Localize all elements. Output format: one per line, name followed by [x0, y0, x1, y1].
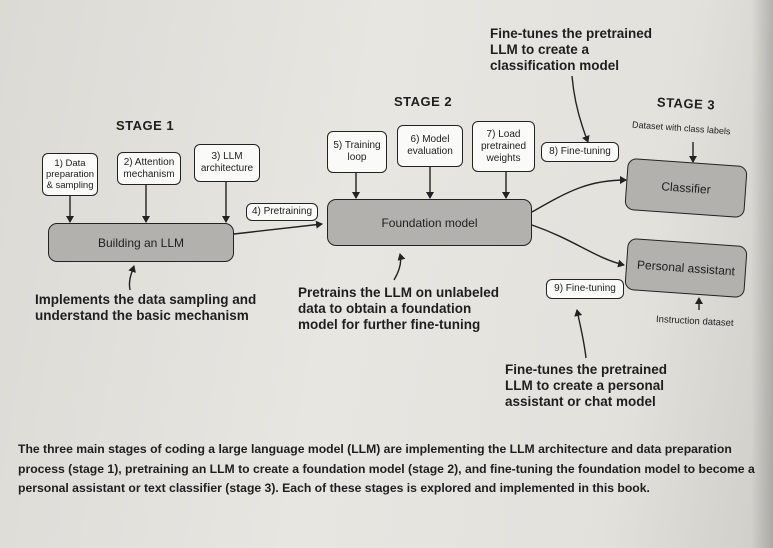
step-attention-mechanism: 2) Attention mechanism	[117, 152, 181, 185]
pointer-stage2-note	[393, 253, 406, 281]
step-fine-tuning-classifier: 8) Fine-tuning	[541, 142, 619, 162]
step-llm-architecture: 3) LLM architecture	[194, 144, 260, 182]
step-load-pretrained-weights: 7) Load pretrained weights	[472, 121, 535, 172]
pointer-assistant-note	[574, 309, 587, 359]
arrow-to-assistant	[531, 224, 625, 268]
block-foundation-model: Foundation model	[327, 199, 532, 246]
note-stage2: Pretrains the LLM on unlabeled data to o…	[298, 285, 500, 332]
step-data-preparation: 1) Data preparation & sampling	[42, 153, 98, 196]
block-classifier: Classifier	[624, 157, 748, 219]
arrow-pretraining	[233, 220, 323, 235]
note-personal-assistant: Fine-tunes the pretrained LLM to create …	[505, 362, 668, 409]
step-fine-tuning-assistant: 9) Fine-tuning	[546, 279, 624, 299]
stage3-heading: STAGE 3	[656, 94, 716, 113]
step-model-evaluation: 6) Model evaluation	[397, 125, 463, 167]
page-edge-shadow	[751, 0, 773, 548]
step-training-loop: 5) Training loop	[327, 131, 387, 173]
arrow-to-classifier	[531, 176, 627, 213]
figure-caption: The three main stages of coding a large …	[18, 442, 755, 495]
note-stage1: Implements the data sampling and underst…	[35, 292, 257, 323]
block-building-llm: Building an LLM	[48, 223, 234, 262]
block-personal-assistant: Personal assistant	[624, 237, 748, 299]
stage1-heading: STAGE 1	[116, 118, 175, 133]
note-classification: Fine-tunes the pretrained LLM to create …	[490, 26, 653, 73]
pointer-classification-note	[571, 75, 590, 143]
stage2-heading: STAGE 2	[394, 94, 453, 109]
pointer-stage1-note	[128, 265, 136, 291]
step-pretraining: 4) Pretraining	[246, 203, 318, 221]
